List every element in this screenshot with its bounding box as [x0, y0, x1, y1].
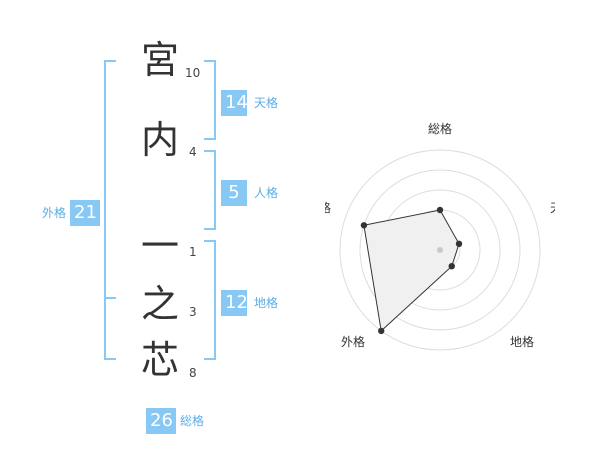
soukaku-label: 総格 — [180, 414, 205, 428]
gaikaku-bracket-tick — [104, 297, 116, 299]
radar-point — [455, 240, 463, 248]
radar-grid-ring — [339, 149, 541, 351]
chikaku-label: 地格 — [254, 296, 279, 310]
stroke-count-2: 4 — [189, 145, 197, 159]
radar-axis-label: 総格 — [428, 121, 452, 136]
stroke-count-4: 3 — [189, 305, 197, 319]
chikaku-bracket — [204, 240, 216, 360]
radar-points — [360, 206, 463, 335]
radar-point — [360, 222, 368, 229]
name-char-2: 内 — [140, 118, 179, 162]
radar-axis-label: 外格 — [341, 334, 365, 349]
soukaku-badge: 26 — [146, 408, 176, 434]
radar-chart: 総格 天格 地格 外格 人格 — [325, 121, 555, 351]
stroke-count-5: 8 — [189, 366, 197, 380]
radar-axis-label: 天格 — [550, 200, 555, 215]
name-char-1: 宮 — [140, 38, 179, 82]
tenkaku-label: 天格 — [254, 96, 279, 110]
radar-point — [448, 262, 455, 270]
tenkaku-bracket — [204, 60, 216, 140]
radar-polygon — [363, 209, 460, 332]
name-char-5: 芯 — [140, 338, 179, 382]
gaikaku-label: 外格 — [42, 206, 67, 220]
radar-grid-ring — [359, 169, 521, 331]
radar-point — [378, 327, 385, 335]
name-char-4: 之 — [140, 282, 179, 326]
radar-axis-label: 人格 — [325, 200, 331, 215]
gaikaku-badge: 21 — [70, 200, 100, 226]
jinkaku-label: 人格 — [254, 186, 279, 200]
radar-axis-label: 地格 — [510, 334, 534, 349]
name-char-3: 一 — [140, 224, 179, 268]
jinkaku-bracket — [204, 150, 216, 230]
stroke-count-3: 1 — [189, 245, 197, 259]
jinkaku-badge: 5 — [221, 180, 247, 206]
gaikaku-bracket — [104, 60, 116, 360]
stroke-count-1: 10 — [185, 66, 201, 80]
radar-point — [436, 206, 444, 214]
radar-center-dot — [437, 247, 443, 253]
chikaku-badge: 12 — [221, 290, 248, 316]
tenkaku-badge: 14 — [221, 90, 248, 116]
